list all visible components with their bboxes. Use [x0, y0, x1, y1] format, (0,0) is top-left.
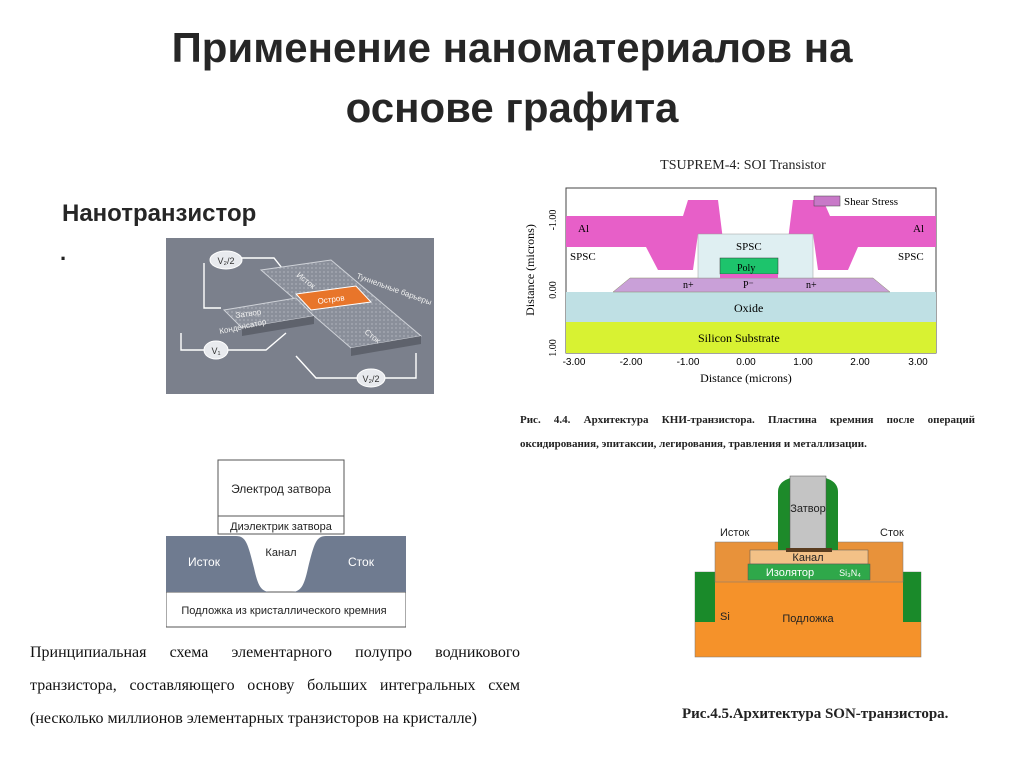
nanotransistor-image: V₂/2 V₁ V₂/2 Туннельные барьеры Исток Ос…: [166, 238, 434, 394]
xtick-5: 2.00: [850, 357, 870, 368]
son-channel-label: Канал: [792, 552, 823, 564]
son-substrate-label: Подложка: [782, 613, 834, 625]
source-label: Исток: [188, 555, 221, 569]
label-spsc-right: SPSC: [898, 251, 924, 263]
son-insulator-label: Изолятор: [766, 567, 814, 579]
mos-substrate: [166, 591, 406, 628]
xtick-1: -2.00: [620, 357, 643, 368]
gate-dielectric: [217, 515, 345, 535]
page-title: Применение наноматериалов на основе граф…: [0, 18, 1024, 138]
drain-label: Сток: [348, 555, 375, 569]
xtick-0: -3.00: [563, 357, 586, 368]
legend-swatch: [813, 195, 841, 207]
caption-son: Рис.4.5.Архитектура SON-транзистора.: [682, 706, 949, 722]
son-si3n4-label: Si₃N₄: [839, 568, 861, 578]
label-spsc-left: SPSC: [570, 251, 596, 263]
gate-dielectric-label: Диэлектрик затвора: [230, 521, 333, 533]
soi-xlabel: Distance (microns): [700, 371, 792, 385]
son-substrate: [694, 571, 922, 658]
son-source-label: Исток: [720, 527, 749, 539]
v2-label: V₁: [211, 346, 220, 356]
island: [294, 285, 373, 311]
soi-silicon: [612, 277, 891, 293]
son-si-label: Si: [720, 611, 730, 623]
label-al-right: Al: [913, 223, 924, 235]
v2-badge: [203, 340, 229, 360]
label-n-left: n+: [683, 280, 694, 291]
v3-badge: [356, 368, 386, 388]
soi-title: TSUPREM-4: SOI Transistor: [660, 158, 826, 173]
xtick-3: 0.00: [736, 357, 756, 368]
v3-label: V₂/2: [362, 374, 379, 384]
source-region: [166, 536, 271, 592]
ytick-2: 1.00: [548, 339, 559, 357]
channel-label: Канал: [265, 547, 296, 559]
soi-substrate: [566, 322, 936, 353]
side-contact-left: [695, 572, 715, 622]
mos-substrate-label: Подложка из кристаллического кремния: [181, 605, 386, 617]
side-contact-right: [903, 572, 921, 622]
label-spsc-center: SPSC: [736, 241, 762, 253]
gate-electrode: [217, 459, 345, 517]
son-insulator: [747, 563, 871, 581]
caption-mos: Принципиальная схема элементарного полуп…: [30, 644, 520, 727]
ytick-1: 0.00: [548, 281, 559, 299]
soi-ylabel: Distance (microns): [523, 224, 537, 316]
gate-electrode-label: Электрод затвора: [231, 482, 331, 496]
xtick-4: 1.00: [793, 357, 813, 368]
ytick-0: -1.00: [548, 210, 559, 231]
soi-oxide: [566, 292, 936, 322]
subtitle-dot: .: [60, 240, 67, 265]
island-label: Остров: [317, 293, 345, 306]
label-n-right: n+: [806, 280, 817, 291]
subtitle: Нанотранзистор: [62, 200, 257, 227]
son-drain-label: Сток: [880, 527, 904, 539]
son-gate-label: Затвор: [790, 503, 826, 515]
drain-region: [291, 536, 406, 592]
son-diagram: Затвор Исток Сток Канал Изолятор Si₃N₄ S…: [694, 475, 922, 658]
v1-badge: [209, 250, 243, 270]
label-poly: Poly: [737, 263, 755, 274]
legend-label: Shear Stress: [844, 196, 898, 208]
title-line-1: Применение наноматериалов на: [171, 24, 853, 71]
label-al-left: Al: [578, 223, 589, 235]
label-p: P⁻: [743, 280, 754, 291]
son-gate: [789, 475, 827, 551]
gate-label: Затвор: [235, 307, 262, 320]
label-substrate: Silicon Substrate: [698, 331, 780, 345]
v1-label: V₂/2: [217, 256, 234, 266]
caption-soi: Рис. 4.4. Архитектура КНИ-транзистора. П…: [520, 414, 975, 450]
xtick-2: -1.00: [677, 357, 700, 368]
label-oxide: Oxide: [734, 301, 763, 315]
soi-diagram: TSUPREM-4: SOI Transistor Shear Stress A…: [523, 158, 937, 385]
mos-diagram: Электрод затвора Диэлектрик затвора Исто…: [166, 459, 406, 628]
title-line-2: основе графита: [345, 84, 679, 131]
xtick-6: 3.00: [908, 357, 928, 368]
